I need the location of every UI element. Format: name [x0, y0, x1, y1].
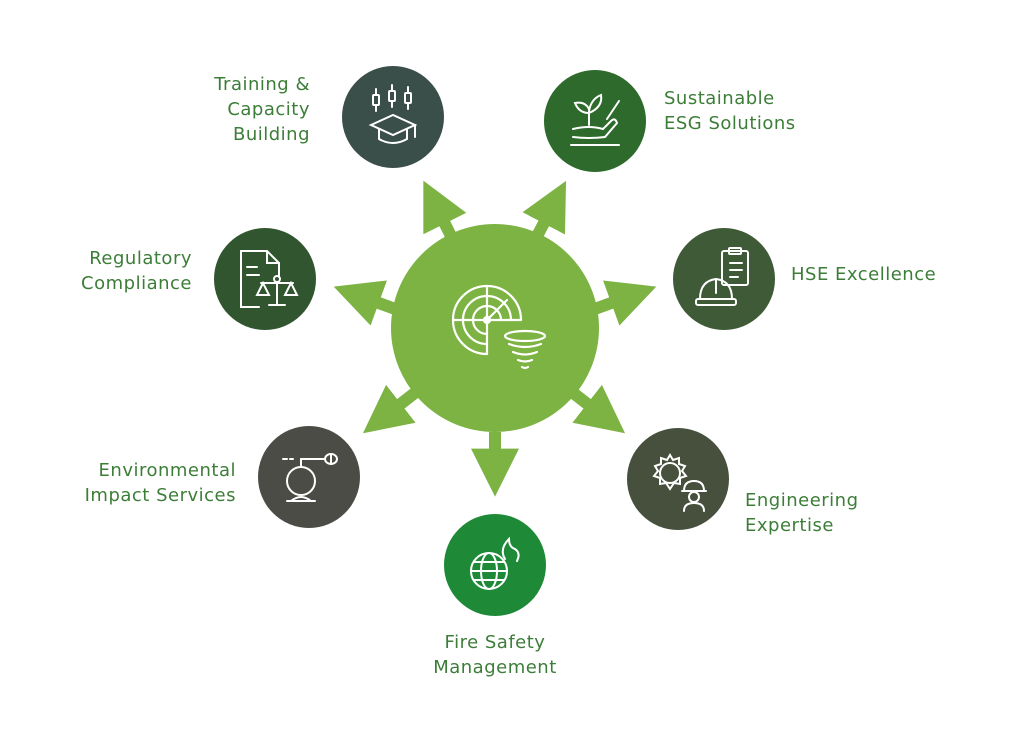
label-training: Training & Capacity Building	[214, 74, 310, 145]
document-scales-icon	[240, 250, 299, 308]
node-hse	[673, 228, 775, 330]
plant-hand-icon	[570, 93, 620, 146]
node-regulatory	[214, 228, 316, 330]
hardhat-clipboard-icon	[695, 247, 749, 306]
label-regulatory: Regulatory Compliance	[81, 248, 192, 294]
label-environmental: Environmental Impact Services	[84, 460, 236, 506]
air-sampler-icon	[282, 453, 338, 502]
node-training	[342, 66, 444, 168]
arrow-hse	[589, 280, 657, 326]
node-fire	[444, 514, 546, 616]
hub-circle	[391, 224, 599, 432]
arrow-regulatory	[333, 280, 401, 326]
globe-flame-icon	[470, 536, 520, 590]
node-esg	[544, 70, 646, 172]
chart-graduation-cap-icon	[368, 84, 418, 144]
gear-worker-icon	[652, 453, 707, 512]
label-hse: HSE Excellence	[791, 264, 937, 285]
radar-hazard-icon	[451, 284, 547, 370]
label-engineering: Engineering Expertise	[745, 490, 859, 536]
arrow-environmental	[362, 384, 420, 434]
node-engineering	[627, 428, 729, 530]
label-esg: Sustainable ESG Solutions	[664, 88, 796, 134]
arrow-engineering	[568, 384, 626, 434]
label-fire: Fire Safety Management	[433, 632, 557, 678]
node-environmental	[258, 426, 360, 528]
